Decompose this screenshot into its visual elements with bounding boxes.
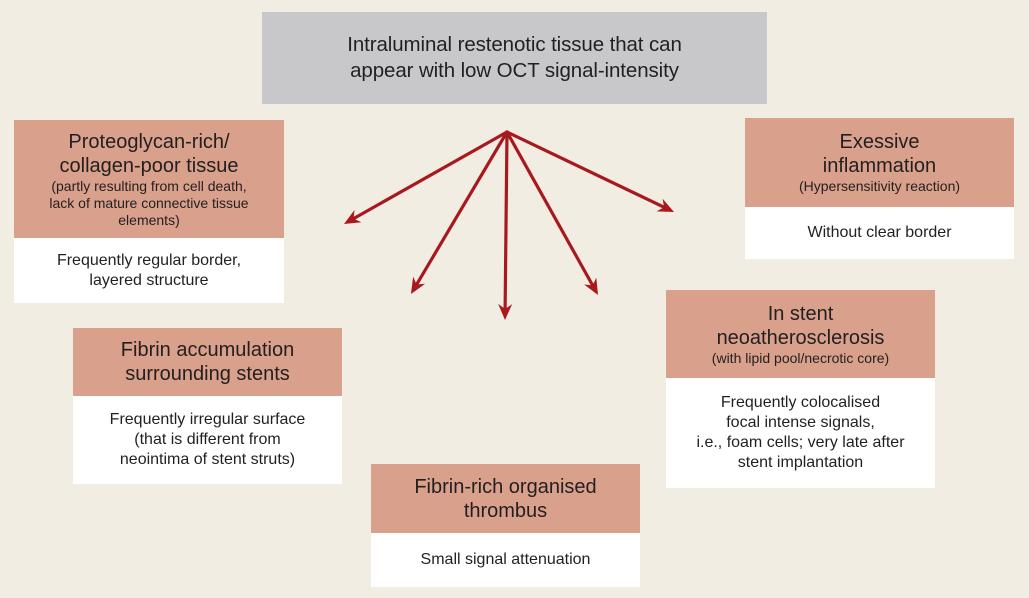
node-header: Proteoglycan-rich/ collagen-poor tissue …	[14, 120, 284, 238]
node-title-line: Fibrin-rich organised	[414, 475, 597, 498]
node-subtitle-line: (Hypersensitivity reaction)	[798, 178, 961, 194]
arrow-inflammation	[505, 130, 665, 209]
node-title-line: Exessive	[839, 131, 920, 153]
node-header: Fibrin accumulation surrounding stents	[73, 328, 342, 396]
node-description: Frequently irregular surface (that is di…	[73, 396, 342, 484]
node-description: Frequently colocalised focal intense sig…	[666, 378, 935, 488]
node-description-line: focal intense signals,	[726, 414, 875, 431]
arrow-proteoglycan	[352, 130, 509, 220]
node-title-line: Fibrin accumulation	[120, 339, 295, 361]
node-description: Frequently regular border, layered struc…	[14, 238, 284, 303]
node-title-line: collagen-poor tissue	[59, 154, 239, 177]
node-description-line: layered structure	[89, 271, 209, 289]
node-description: Without clear border	[745, 207, 1014, 259]
arrowhead-icon	[656, 198, 674, 212]
root-concept-line: appear with low OCT signal-intensity	[350, 59, 679, 82]
node-description-line: Frequently regular border,	[56, 251, 242, 269]
node-description-line: (that is different from	[134, 431, 281, 448]
node-header: In stent neoatherosclerosis (with lipid …	[666, 290, 935, 378]
node-fibrin-accumulation: Fibrin accumulation surrounding stents F…	[73, 328, 342, 484]
node-subtitle-line: lack of mature connective tissue	[49, 194, 249, 211]
node-header: Fibrin-rich organised thrombus	[371, 464, 640, 533]
arrowhead-icon	[584, 277, 598, 295]
root-concept-line: Intraluminal restenotic tissue that can	[347, 33, 682, 56]
arrowhead-icon	[498, 303, 513, 320]
node-in-stent-neoatherosclerosis: In stent neoatherosclerosis (with lipid …	[666, 290, 935, 488]
node-description-line: Small signal attenuation	[420, 551, 591, 568]
node-description-line: Without clear border	[807, 224, 952, 241]
arrowhead-icon	[344, 210, 362, 224]
node-fibrin-rich-thrombus: Fibrin-rich organised thrombus Small sig…	[371, 464, 640, 587]
node-subtitle-line: (partly resulting from cell death,	[51, 177, 247, 194]
root-concept-box: Intraluminal restenotic tissue that can …	[262, 12, 767, 104]
node-subtitle-line: elements)	[118, 211, 180, 228]
root-concept-text: Intraluminal restenotic tissue that can …	[347, 32, 682, 84]
node-proteoglycan-rich-tissue: Proteoglycan-rich/ collagen-poor tissue …	[14, 120, 284, 303]
node-title-line: surrounding stents	[125, 363, 290, 385]
node-description-line: neointima of stent struts)	[119, 451, 296, 468]
node-description-line: stent implantation	[737, 454, 864, 471]
node-header: Exessive inflammation (Hypersensitivity …	[745, 118, 1014, 207]
node-description: Small signal attenuation	[371, 533, 640, 587]
arrowhead-icon	[411, 276, 426, 294]
node-title-line: neoatherosclerosis	[716, 326, 885, 349]
node-title-line: In stent	[767, 302, 834, 325]
node-title-line: thrombus	[463, 499, 548, 522]
node-title-line: Proteoglycan-rich/	[68, 130, 230, 153]
arrow-fibrin-accumulation	[415, 130, 509, 286]
arrow-neoatherosclerosis	[505, 130, 594, 287]
node-description-line: Frequently irregular surface	[109, 411, 306, 428]
node-excessive-inflammation: Exessive inflammation (Hypersensitivity …	[745, 118, 1014, 259]
node-subtitle-line: (with lipid pool/necrotic core)	[711, 349, 890, 366]
node-title-line: inflammation	[822, 155, 937, 177]
node-description-line: i.e., foam cells; very late after	[696, 434, 905, 451]
node-description-line: Frequently colocalised	[720, 394, 881, 411]
arrow-thrombus	[503, 130, 509, 310]
